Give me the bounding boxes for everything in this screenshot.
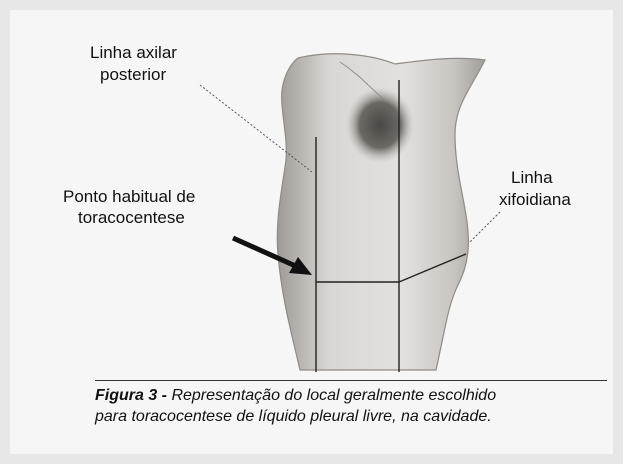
caption-divider <box>95 380 607 381</box>
label-axilar-line2: posterior <box>100 64 166 85</box>
armpit-hair <box>346 87 414 163</box>
label-ponto-line2: toracocentese <box>78 207 185 228</box>
caption-line2: para toracocentese de líquido pleural li… <box>95 408 492 425</box>
label-ponto-line1: Ponto habitual de <box>63 186 195 207</box>
figure-caption: Figura 3 - Representação do local geralm… <box>95 385 615 427</box>
caption-label: Figura 3 - <box>95 387 171 404</box>
caption-line1: Representação do local geralmente escolh… <box>171 387 496 404</box>
label-xifo-line1: Linha <box>511 167 553 188</box>
label-axilar-line1: Linha axilar <box>90 42 177 63</box>
label-xifo-line2: xifoidiana <box>499 189 571 210</box>
